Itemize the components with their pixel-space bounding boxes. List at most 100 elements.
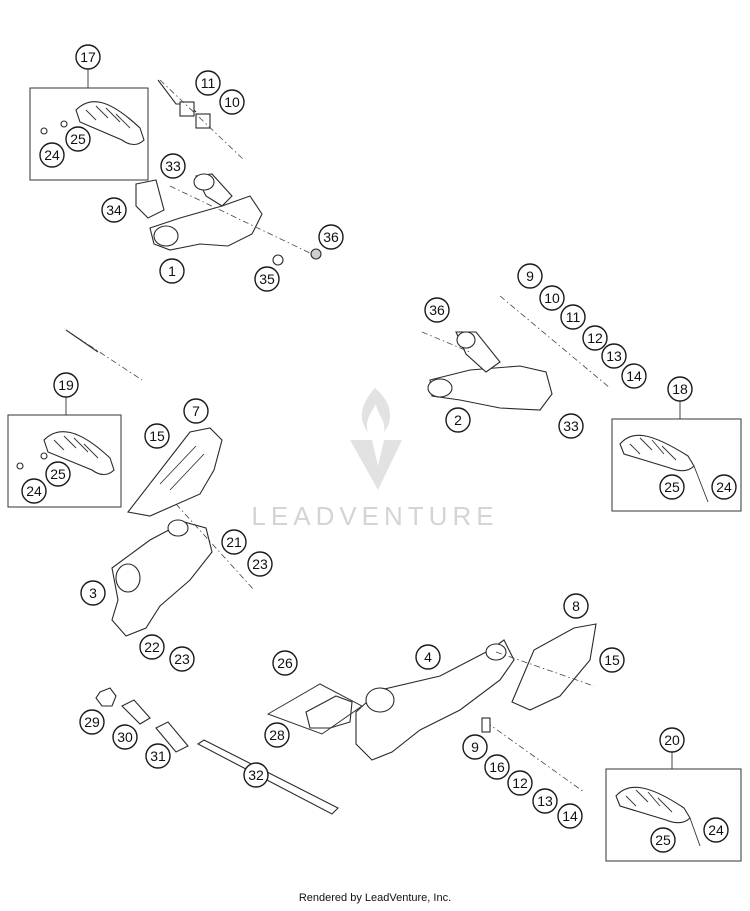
callout-3: 3	[80, 580, 106, 606]
callout-circle	[45, 461, 71, 487]
callout-label: 29	[84, 714, 100, 730]
callout-label: 36	[323, 229, 339, 245]
callout-circle	[650, 827, 676, 853]
callout-circle	[144, 423, 170, 449]
part-3-bracket	[111, 503, 255, 637]
callout-label: 4	[424, 649, 432, 665]
part-7-guard	[127, 427, 223, 517]
callout-circle	[79, 709, 105, 735]
callout-17: 17	[75, 44, 101, 70]
callout-18: 18	[667, 376, 693, 402]
callout-1: 1	[159, 258, 185, 284]
footpeg-18	[619, 434, 695, 472]
callout-label: 3	[89, 585, 97, 601]
footpeg-17	[75, 101, 145, 146]
callout-label: 16	[489, 759, 505, 775]
callout-31: 31	[145, 743, 171, 769]
callout-23: 23	[169, 646, 195, 672]
callout-33: 33	[160, 153, 186, 179]
callout-14: 14	[557, 803, 583, 829]
callout-label: 10	[224, 94, 240, 110]
part-4-bracket	[355, 639, 515, 761]
callout-9: 9	[462, 734, 488, 760]
callout-label: 9	[471, 739, 479, 755]
callout-circle	[183, 398, 209, 424]
callout-label: 31	[150, 748, 166, 764]
callout-28: 28	[264, 722, 290, 748]
callout-label: 11	[201, 75, 216, 91]
callout-circle	[101, 197, 127, 223]
callout-label: 23	[252, 556, 268, 572]
callout-label: 17	[80, 49, 96, 65]
callout-25: 25	[65, 126, 91, 152]
callout-circle	[659, 474, 685, 500]
callout-8: 8	[563, 593, 589, 619]
callout-15: 15	[144, 423, 170, 449]
callout-25: 25	[45, 461, 71, 487]
callout-label: 36	[429, 302, 445, 318]
callout-circle	[243, 762, 269, 788]
callout-circle	[582, 325, 608, 351]
callout-circle	[517, 263, 543, 289]
callout-circle	[659, 727, 685, 753]
callout-label: 1	[168, 263, 176, 279]
callout-label: 24	[26, 483, 42, 499]
callout-circle	[703, 817, 729, 843]
part-29-32-shaft	[95, 687, 339, 815]
callout-circle	[247, 551, 273, 577]
callout-circle	[711, 474, 737, 500]
callout-circle	[145, 743, 171, 769]
callout-24: 24	[703, 817, 729, 843]
callout-24: 24	[21, 478, 47, 504]
callout-circle	[532, 788, 558, 814]
callout-label: 13	[537, 793, 553, 809]
callout-label: 14	[626, 368, 642, 384]
callout-circle	[221, 529, 247, 555]
callout-circle	[539, 285, 565, 311]
callout-circle	[65, 126, 91, 152]
callout-circle	[621, 363, 647, 389]
callout-label: 8	[572, 598, 580, 614]
callout-circle	[507, 770, 533, 796]
callout-circle	[272, 650, 298, 676]
part-1-bracket	[135, 173, 322, 266]
callout-label: 28	[269, 727, 285, 743]
callout-circle	[445, 407, 471, 433]
callout-circle	[53, 372, 79, 398]
callout-12: 12	[507, 770, 533, 796]
callout-circle	[254, 266, 280, 292]
callout-7: 7	[183, 398, 209, 424]
callout-32: 32	[243, 762, 269, 788]
upper-left-hardware	[65, 329, 143, 381]
callout-16: 16	[484, 754, 510, 780]
kit-box-18	[611, 418, 742, 512]
callout-33: 33	[558, 413, 584, 439]
callout-label: 22	[144, 639, 160, 655]
callout-circle	[112, 724, 138, 750]
callout-29: 29	[79, 709, 105, 735]
part-10-11-hardware	[157, 79, 245, 161]
callout-label: 32	[248, 767, 264, 783]
callout-35: 35	[254, 266, 280, 292]
lower-right-hardware	[481, 717, 585, 793]
callout-34: 34	[101, 197, 127, 223]
callout-label: 24	[44, 147, 60, 163]
callout-2: 2	[445, 407, 471, 433]
callout-label: 14	[562, 808, 578, 824]
callout-label: 26	[277, 655, 293, 671]
callout-label: 12	[512, 775, 528, 791]
callout-15: 15	[599, 647, 625, 673]
callout-label: 2	[454, 412, 462, 428]
callout-11: 11	[195, 70, 221, 96]
callout-circle	[558, 413, 584, 439]
callout-circle	[563, 593, 589, 619]
callout-label: 12	[587, 330, 603, 346]
callout-label: 25	[664, 479, 680, 495]
callout-24: 24	[711, 474, 737, 500]
callout-circle	[139, 634, 165, 660]
part-2-bracket	[421, 295, 611, 411]
callout-label: 33	[165, 158, 181, 174]
part-8-guard	[495, 623, 597, 711]
watermark: LEADVENTURE	[251, 388, 494, 531]
callout-circle	[318, 224, 344, 250]
